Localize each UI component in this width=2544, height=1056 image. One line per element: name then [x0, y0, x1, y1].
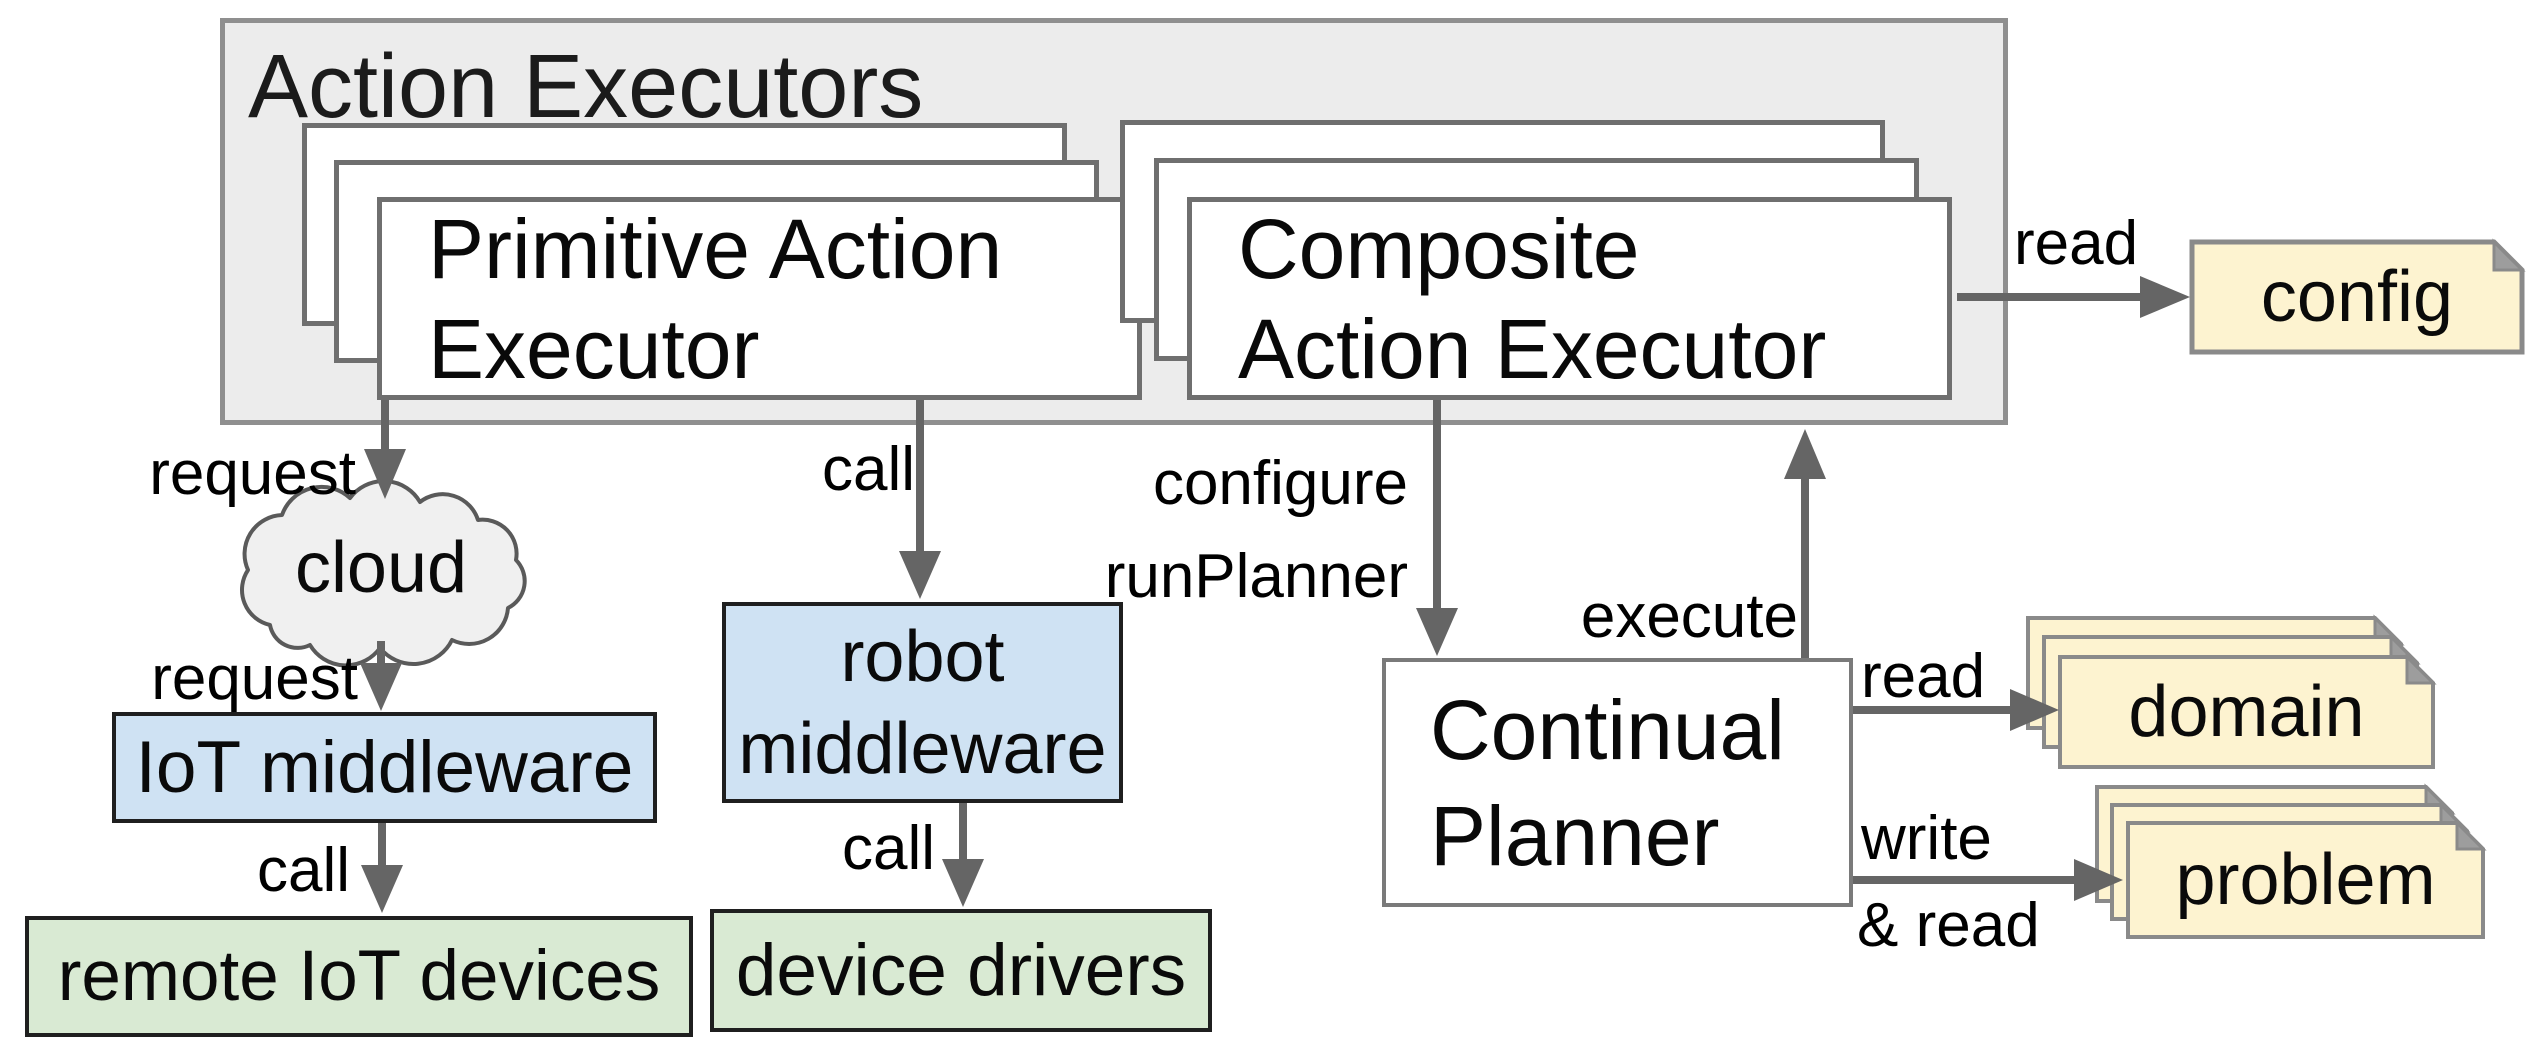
edge-label-runplanner: runPlanner — [1104, 542, 1408, 611]
domain-label: domain — [2128, 672, 2365, 752]
continual-planner-label-line2: Planner — [1430, 788, 1720, 883]
robot-middleware-label-line1: robot — [840, 616, 1005, 697]
arrows — [360, 276, 2190, 913]
problem-label: problem — [2175, 840, 2436, 920]
continual-planner-box: Continual Planner — [1382, 658, 1853, 907]
edge-label-execute: execute — [1580, 582, 1798, 651]
edge-label-configure-runplanner: configure runPlanner — [1008, 437, 1408, 623]
edge-call-robot — [899, 400, 941, 599]
primitive-action-executor-box: Primitive Action Executor — [377, 197, 1142, 400]
edge-label-read-config: read — [2014, 209, 2139, 278]
domain-note: domain — [2060, 657, 2433, 767]
edge-execute — [1784, 429, 1826, 658]
edge-label-call-robot: call — [821, 435, 915, 504]
config-label: config — [2260, 257, 2454, 337]
edge-label-read-domain: read — [1861, 642, 1986, 711]
edge-label-request-cloud: request — [149, 439, 356, 508]
cloud-node: cloud — [232, 505, 530, 630]
device-drivers-label: device drivers — [735, 930, 1187, 1011]
edge-call-drivers — [942, 803, 984, 907]
edge-read-domain — [1853, 689, 2059, 731]
composite-executor-label-line1: Composite — [1238, 201, 1640, 296]
edge-label-call-drivers: call — [841, 814, 935, 883]
composite-executor-label-line2: Action Executor — [1238, 301, 1827, 396]
config-note: config — [2192, 242, 2522, 352]
edge-label-request-iot: request — [151, 644, 358, 713]
iot-middleware-label: IoT middleware — [135, 727, 634, 808]
edge-label-configure: configure — [1152, 449, 1408, 518]
config-note-shape — [2189, 238, 2526, 355]
remote-iot-devices-label: remote IoT devices — [57, 937, 661, 1016]
primitive-executor-label-line2: Executor — [428, 301, 760, 396]
edge-read-config — [1957, 276, 2190, 318]
robot-middleware-label-line2: middleware — [738, 708, 1107, 789]
edge-label-call-remote: call — [256, 836, 350, 905]
edge-request-cloud — [364, 400, 406, 499]
edge-label-write-problem: write — [1861, 804, 1992, 873]
action-executors-title: Action Executors — [248, 37, 924, 137]
cloud-label: cloud — [294, 527, 468, 608]
robot-middleware-box: robot middleware — [722, 602, 1123, 803]
edge-call-remote — [361, 823, 403, 913]
composite-action-executor-box: Composite Action Executor — [1187, 197, 1952, 400]
remote-iot-devices-box: remote IoT devices — [25, 916, 693, 1037]
device-drivers-box: device drivers — [710, 909, 1212, 1032]
edge-label-and-read-problem: & read — [1857, 891, 2040, 960]
primitive-executor-label-line1: Primitive Action — [428, 201, 1003, 296]
iot-middleware-box: IoT middleware — [112, 712, 657, 823]
continual-planner-label-line1: Continual — [1430, 682, 1785, 777]
edge-configure-runplanner — [1416, 400, 1458, 656]
domain-notes-shape — [2026, 614, 2437, 769]
problem-notes-shape — [2095, 783, 2487, 939]
problem-note: problem — [2128, 823, 2483, 937]
edge-request-iot — [360, 641, 402, 711]
edge-write-read-problem — [1853, 859, 2123, 901]
